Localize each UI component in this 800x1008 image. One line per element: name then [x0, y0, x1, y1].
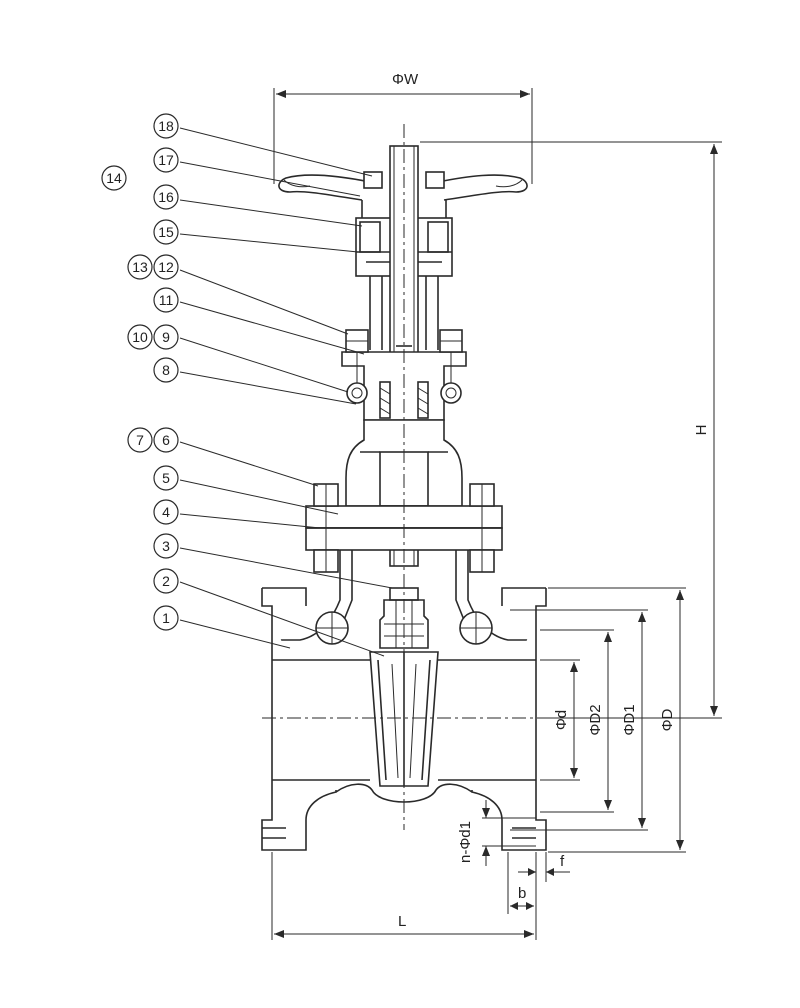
dimension-lines: [271, 88, 722, 940]
balloon-8: 8: [162, 362, 170, 378]
balloon-1: 1: [162, 610, 170, 626]
dim-label-bore: Φd: [553, 710, 570, 730]
balloon-7: 7: [136, 432, 144, 448]
dim-label-flange-thickness: b: [518, 885, 526, 902]
balloon-10: 10: [132, 329, 148, 345]
balloon-2: 2: [162, 573, 170, 589]
yoke: [369, 276, 439, 350]
dim-label-bolt-circle: ΦD1: [621, 704, 638, 735]
dim-label-flange-od: ΦD: [659, 708, 676, 731]
balloon-3: 3: [162, 538, 170, 554]
balloon-11: 11: [159, 292, 174, 308]
balloon-9: 9: [162, 329, 170, 345]
valve-body: [261, 550, 547, 851]
balloon-13: 13: [132, 259, 148, 275]
balloon-14: 14: [106, 170, 122, 186]
leader-lines: [179, 127, 393, 657]
balloon-6: 6: [162, 432, 170, 448]
dim-label-handwheel-diameter: ΦW: [392, 71, 419, 88]
balloon-18: 18: [158, 118, 174, 134]
dim-label-bolt-holes: n-Φd1: [457, 821, 474, 863]
part-balloons: 18 17 14 16 15 13 12 11 10 9 8 7 6 5 4 3…: [101, 113, 179, 631]
balloon-16: 16: [158, 189, 174, 205]
dim-label-face-height: f: [560, 853, 565, 870]
dim-label-length: L: [398, 913, 406, 930]
dim-label-height: H: [693, 425, 710, 436]
balloon-5: 5: [162, 470, 170, 486]
balloon-15: 15: [158, 224, 174, 240]
balloon-17: 17: [158, 152, 174, 168]
balloon-12: 12: [158, 259, 174, 275]
bonnet-flange: [305, 483, 503, 573]
dim-label-raised-face: ΦD2: [587, 704, 604, 735]
handwheel: [278, 171, 528, 201]
balloon-4: 4: [162, 504, 170, 520]
center-lines: [262, 124, 546, 830]
